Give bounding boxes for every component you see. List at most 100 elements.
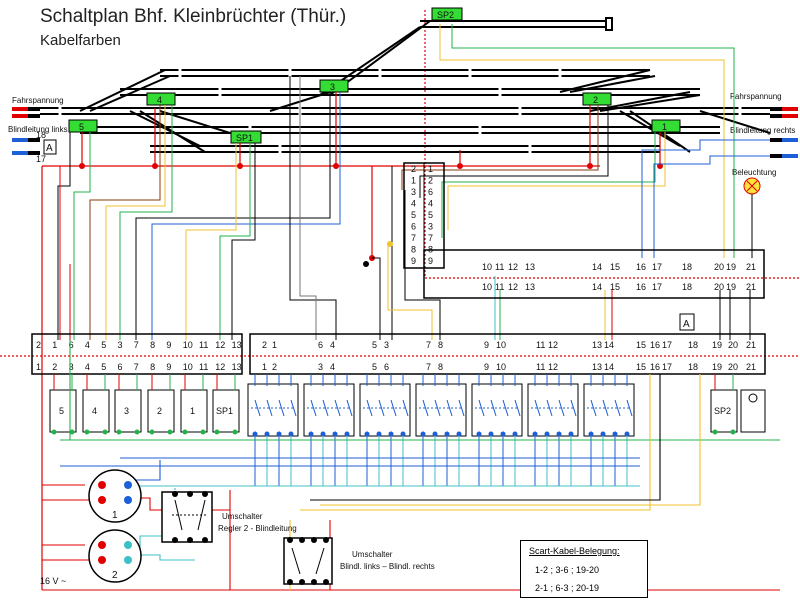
blindleitung-left-plug — [12, 138, 40, 155]
decoder-label-0: 5 — [59, 406, 64, 416]
mid-right-3: 4 — [428, 199, 433, 209]
supply-label: 16 V ~ — [40, 576, 66, 586]
a-mid-label: A — [683, 319, 690, 330]
decoder-4: 1 — [180, 374, 208, 435]
relay-5 — [527, 374, 579, 486]
num-17-label: 17 — [36, 154, 46, 164]
right-block-bottom-16: 17 — [662, 362, 672, 372]
right-block-bottom-15: 16 — [650, 362, 660, 372]
mid-row-top-6: 16 — [636, 262, 646, 272]
mid-left-3: 4 — [411, 199, 416, 209]
scart-legend: Scart-Kabel-Belegung: 1-2 ; 3-6 ; 19-20 … — [520, 540, 648, 598]
track-tag-1: 1 — [662, 122, 667, 132]
right-block-bottom-20: 21 — [746, 362, 756, 372]
right-block-top-11: 12 — [548, 340, 558, 350]
mid-right-8: 9 — [428, 256, 433, 266]
right-block-bottom-0: 1 — [262, 362, 267, 372]
page-subtitle: Kabelfarben — [40, 32, 121, 49]
left-block-top-11: 12 — [215, 340, 225, 350]
mid-left-5: 6 — [411, 222, 416, 232]
mid-row-top-5: 15 — [610, 262, 620, 272]
right-block-top-5: 3 — [384, 340, 389, 350]
track-tag-3: 3 — [330, 82, 335, 92]
right-block-bottom-12: 13 — [592, 362, 602, 372]
mid-row-top-2: 12 — [508, 262, 518, 272]
right-block-top-16: 17 — [662, 340, 672, 350]
a-left-label: A — [46, 143, 53, 154]
connector-1: 1 — [88, 469, 142, 523]
mid-row-top-10: 19 — [726, 262, 736, 272]
right-block-top-13: 14 — [604, 340, 614, 350]
umschalter-2 — [283, 537, 333, 585]
decoder-label-3: 2 — [157, 406, 162, 416]
mid-left-8: 9 — [411, 256, 416, 266]
right-block-bottom-10: 11 — [536, 362, 545, 372]
right-block-top-6: 7 — [426, 340, 431, 350]
right-block-top-15: 16 — [650, 340, 660, 350]
mid-row-bottom-3: 13 — [525, 282, 535, 292]
right-block-top-8: 9 — [484, 340, 489, 350]
right-block-bottom-3: 4 — [330, 362, 335, 372]
left-block-bottom-5: 6 — [118, 362, 123, 372]
scart-heading: Scart-Kabel-Belegung: — [529, 546, 620, 556]
left-block-top-12: 13 — [232, 340, 242, 350]
beleuchtung-label: Beleuchtung — [732, 168, 776, 177]
right-block-bottom-8: 9 — [484, 362, 489, 372]
mid-left-1: 1 — [411, 176, 416, 186]
left-block-top-7: 8 — [150, 340, 155, 350]
right-block-bottom-4: 5 — [372, 362, 377, 372]
mid-row-top-3: 13 — [525, 262, 535, 272]
mid-row-bottom-1: 11 — [495, 282, 504, 292]
mid-left-0: 2 — [411, 164, 416, 174]
right-block-top-3: 4 — [330, 340, 335, 350]
right-block-top-18: 19 — [712, 340, 722, 350]
right-block-top-2: 6 — [318, 340, 323, 350]
left-block-top-2: 6 — [69, 340, 74, 350]
decoder-5: SP1 — [212, 374, 240, 435]
left-block-bottom-12: 13 — [232, 362, 242, 372]
mid-row-bottom-9: 20 — [714, 282, 724, 292]
blindleitung-left-label: Blindleitung links — [8, 125, 68, 134]
right-block-top-4: 5 — [372, 340, 377, 350]
page-title: Schaltplan Bhf. Kleinbrüchter (Thür.) — [40, 6, 347, 27]
mid-row-top-7: 17 — [652, 262, 662, 272]
connector-1-label: 1 — [112, 510, 118, 521]
mid-left-4: 5 — [411, 210, 416, 220]
connector-2: 2 — [88, 529, 142, 583]
relay-1 — [303, 374, 355, 486]
scart-line-2: 2-1 ; 6-3 ; 20-19 — [535, 583, 600, 593]
right-block-top-1: 1 — [272, 340, 277, 350]
umschalter-2-sub: Blindl. links – Blindl. rechts — [340, 562, 435, 571]
mid-row-bottom-0: 10 — [482, 282, 492, 292]
umschalter-1 — [161, 491, 213, 543]
decoder-0: 5 — [49, 374, 77, 435]
relay-0 — [247, 374, 299, 486]
mid-row-bottom-11: 21 — [746, 282, 756, 292]
left-block-bottom-11: 12 — [215, 362, 225, 372]
track-tag-5: 5 — [79, 122, 84, 132]
left-block-top-0: 2 — [36, 340, 41, 350]
decoder-label-5: SP1 — [216, 406, 233, 416]
relay-4 — [471, 374, 523, 486]
mid-right-1: 2 — [428, 176, 433, 186]
fahrspannung-right-plug — [770, 107, 798, 118]
left-block-top-6: 7 — [134, 340, 139, 350]
umschalter-1-sub: Regler 2 - Blindleitung — [218, 524, 297, 533]
right-block-top-19: 20 — [728, 340, 738, 350]
mid-left-6: 7 — [411, 233, 416, 243]
right-block-bottom-11: 12 — [548, 362, 558, 372]
fahrspannung-left-plug — [12, 107, 40, 118]
left-block-top-1: 1 — [52, 340, 57, 350]
track-tag-sp1: SP1 — [236, 133, 253, 143]
left-block-bottom-1: 2 — [52, 362, 57, 372]
umschalter-2-title: Umschalter — [352, 550, 393, 559]
mid-row-bottom-4: 14 — [592, 282, 602, 292]
mid-row-top-9: 20 — [714, 262, 724, 272]
mid-left-2: 3 — [411, 187, 416, 197]
blindleitung-right-label: Blindleitung rechts — [730, 126, 795, 135]
right-block-bottom-9: 10 — [496, 362, 506, 372]
left-block-top-8: 9 — [166, 340, 171, 350]
